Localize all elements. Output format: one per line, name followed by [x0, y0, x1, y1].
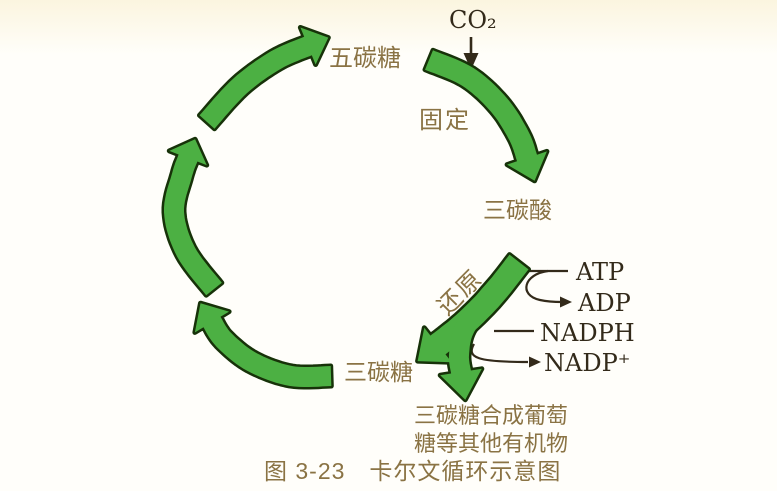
synthesis-text-line2: 糖等其他有机物 [414, 431, 569, 456]
three-carbon-sugar-label: 三碳糖 [344, 359, 413, 385]
atp-label: ATP [576, 258, 625, 286]
adp-arrowhead-icon [560, 296, 572, 308]
co2-arrow [463, 37, 479, 70]
synthesis-text-line1: 三碳糖合成葡萄 [414, 403, 569, 428]
adp-connector-curve [525, 269, 563, 304]
cycle-arrows [161, 25, 550, 403]
three-carbon-acid-label: 三碳酸 [483, 197, 552, 223]
co2-label: CO₂ [449, 6, 497, 34]
adp-label: ADP [578, 289, 631, 317]
arrow-regeneration-top [199, 27, 329, 129]
arrow-regeneration-bottom [194, 303, 332, 387]
figure-caption: 图 3-23 卡尔文循环示意图 [264, 458, 562, 484]
arrow-regeneration-middle [164, 139, 222, 296]
five-carbon-sugar-label: 五碳糖 [329, 45, 401, 72]
arrow-reduction-down [440, 263, 520, 400]
nadp-connector-curve [470, 343, 529, 364]
nadp-arrowhead-icon [529, 356, 541, 368]
nadp-plus-label: NADP⁺ [544, 349, 631, 377]
arrow-fixation [425, 50, 547, 181]
nadph-label: NADPH [540, 319, 635, 347]
fixation-label: 固定 [419, 107, 471, 134]
